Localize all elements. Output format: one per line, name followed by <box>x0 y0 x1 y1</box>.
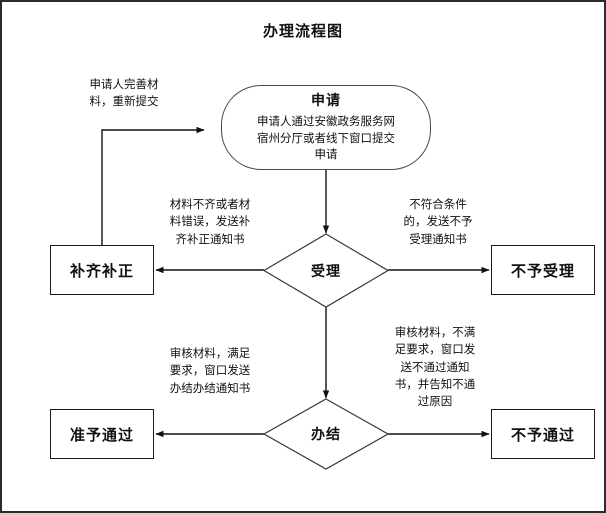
node-apply-body-line2: 宿州分厅或者线下窗口提交 <box>257 130 395 145</box>
node-complete-shape <box>263 398 389 470</box>
edge-label-reject-line3: 受理通知书 <box>409 231 467 246</box>
node-supplement-label: 补齐补正 <box>69 261 134 280</box>
node-approved[interactable]: 准予通过 <box>50 409 154 459</box>
edge-label-notapproved-line4: 书，并告知不通 <box>394 376 476 391</box>
edge-label-resubmit-line1: 申请人完善材 <box>89 77 159 91</box>
edge-label-supplement: 材料不齐或者材 料错误，发送补 齐补正通知书 <box>152 196 268 248</box>
edge-label-not-approved: 审核材料，不满 足要求，窗口发 送不通过通知 书，并告知不通 过原因 <box>377 324 493 410</box>
edge-label-supplement-line1: 材料不齐或者材 <box>169 197 251 211</box>
edge-label-notapproved-line5: 过原因 <box>417 394 453 408</box>
node-apply[interactable]: 申请 申请人通过安徽政务服务网 宿州分厅或者线下窗口提交 申请 <box>221 85 431 170</box>
node-accept-label: 受理 <box>311 263 341 280</box>
edge-label-resubmit-line2: 料，重新提交 <box>89 94 159 109</box>
node-accept[interactable]: 受理 <box>263 233 389 308</box>
node-complete-label: 办结 <box>311 427 341 443</box>
node-not-approved-label: 不予通过 <box>510 425 575 444</box>
node-apply-body: 申请人通过安徽政务服务网 宿州分厅或者线下窗口提交 申请 <box>257 113 395 163</box>
page-title: 办理流程图 <box>262 22 343 40</box>
node-complete[interactable]: 办结 <box>263 398 389 470</box>
node-accept-shape <box>263 233 389 308</box>
edge-label-supplement-line2: 料错误，发送补 <box>169 214 251 229</box>
node-not-approved[interactable]: 不予通过 <box>491 409 595 459</box>
edge-label-notapproved-line2: 足要求，窗口发 <box>394 342 476 357</box>
edge-label-approved: 审核材料，满足 要求，窗口发送 办结办结通知书 <box>152 345 268 397</box>
edge-label-approved-line3: 办结办结通知书 <box>169 380 251 395</box>
edge-label-reject-line1: 不符合条件 <box>409 197 467 211</box>
edge-label-approved-line2: 要求，窗口发送 <box>169 363 251 378</box>
edge-label-reject-accept: 不符合条件 的，发送不予 受理通知书 <box>385 196 491 248</box>
node-reject-accept-label: 不予受理 <box>510 261 575 280</box>
edge-label-approved-line1: 审核材料，满足 <box>169 346 251 360</box>
node-apply-title: 申请 <box>311 93 341 110</box>
edge-label-supplement-line3: 齐补正通知书 <box>175 231 245 246</box>
edge-label-resubmit: 申请人完善材 料，重新提交 <box>59 76 189 111</box>
node-apply-body-line1: 申请人通过安徽政务服务网 <box>257 113 395 128</box>
node-approved-label: 准予通过 <box>69 425 134 444</box>
node-apply-body-line3: 申请 <box>314 147 338 162</box>
node-reject-accept[interactable]: 不予受理 <box>491 245 595 295</box>
edge-label-reject-line2: 的，发送不予 <box>403 214 473 229</box>
edge-label-notapproved-line1: 审核材料，不满 <box>394 325 476 339</box>
edge-label-notapproved-line3: 送不通过通知 <box>400 359 470 374</box>
node-supplement[interactable]: 补齐补正 <box>50 245 154 295</box>
